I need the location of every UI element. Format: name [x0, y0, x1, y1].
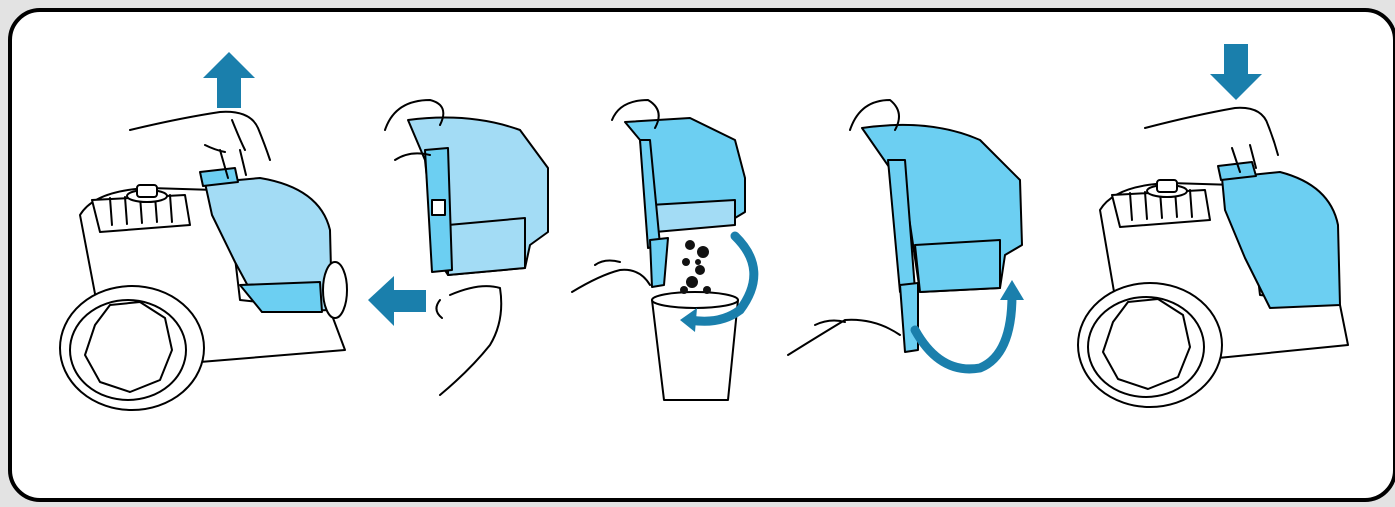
instruction-frame	[0, 0, 1395, 507]
illustration-canvas	[0, 0, 1395, 507]
